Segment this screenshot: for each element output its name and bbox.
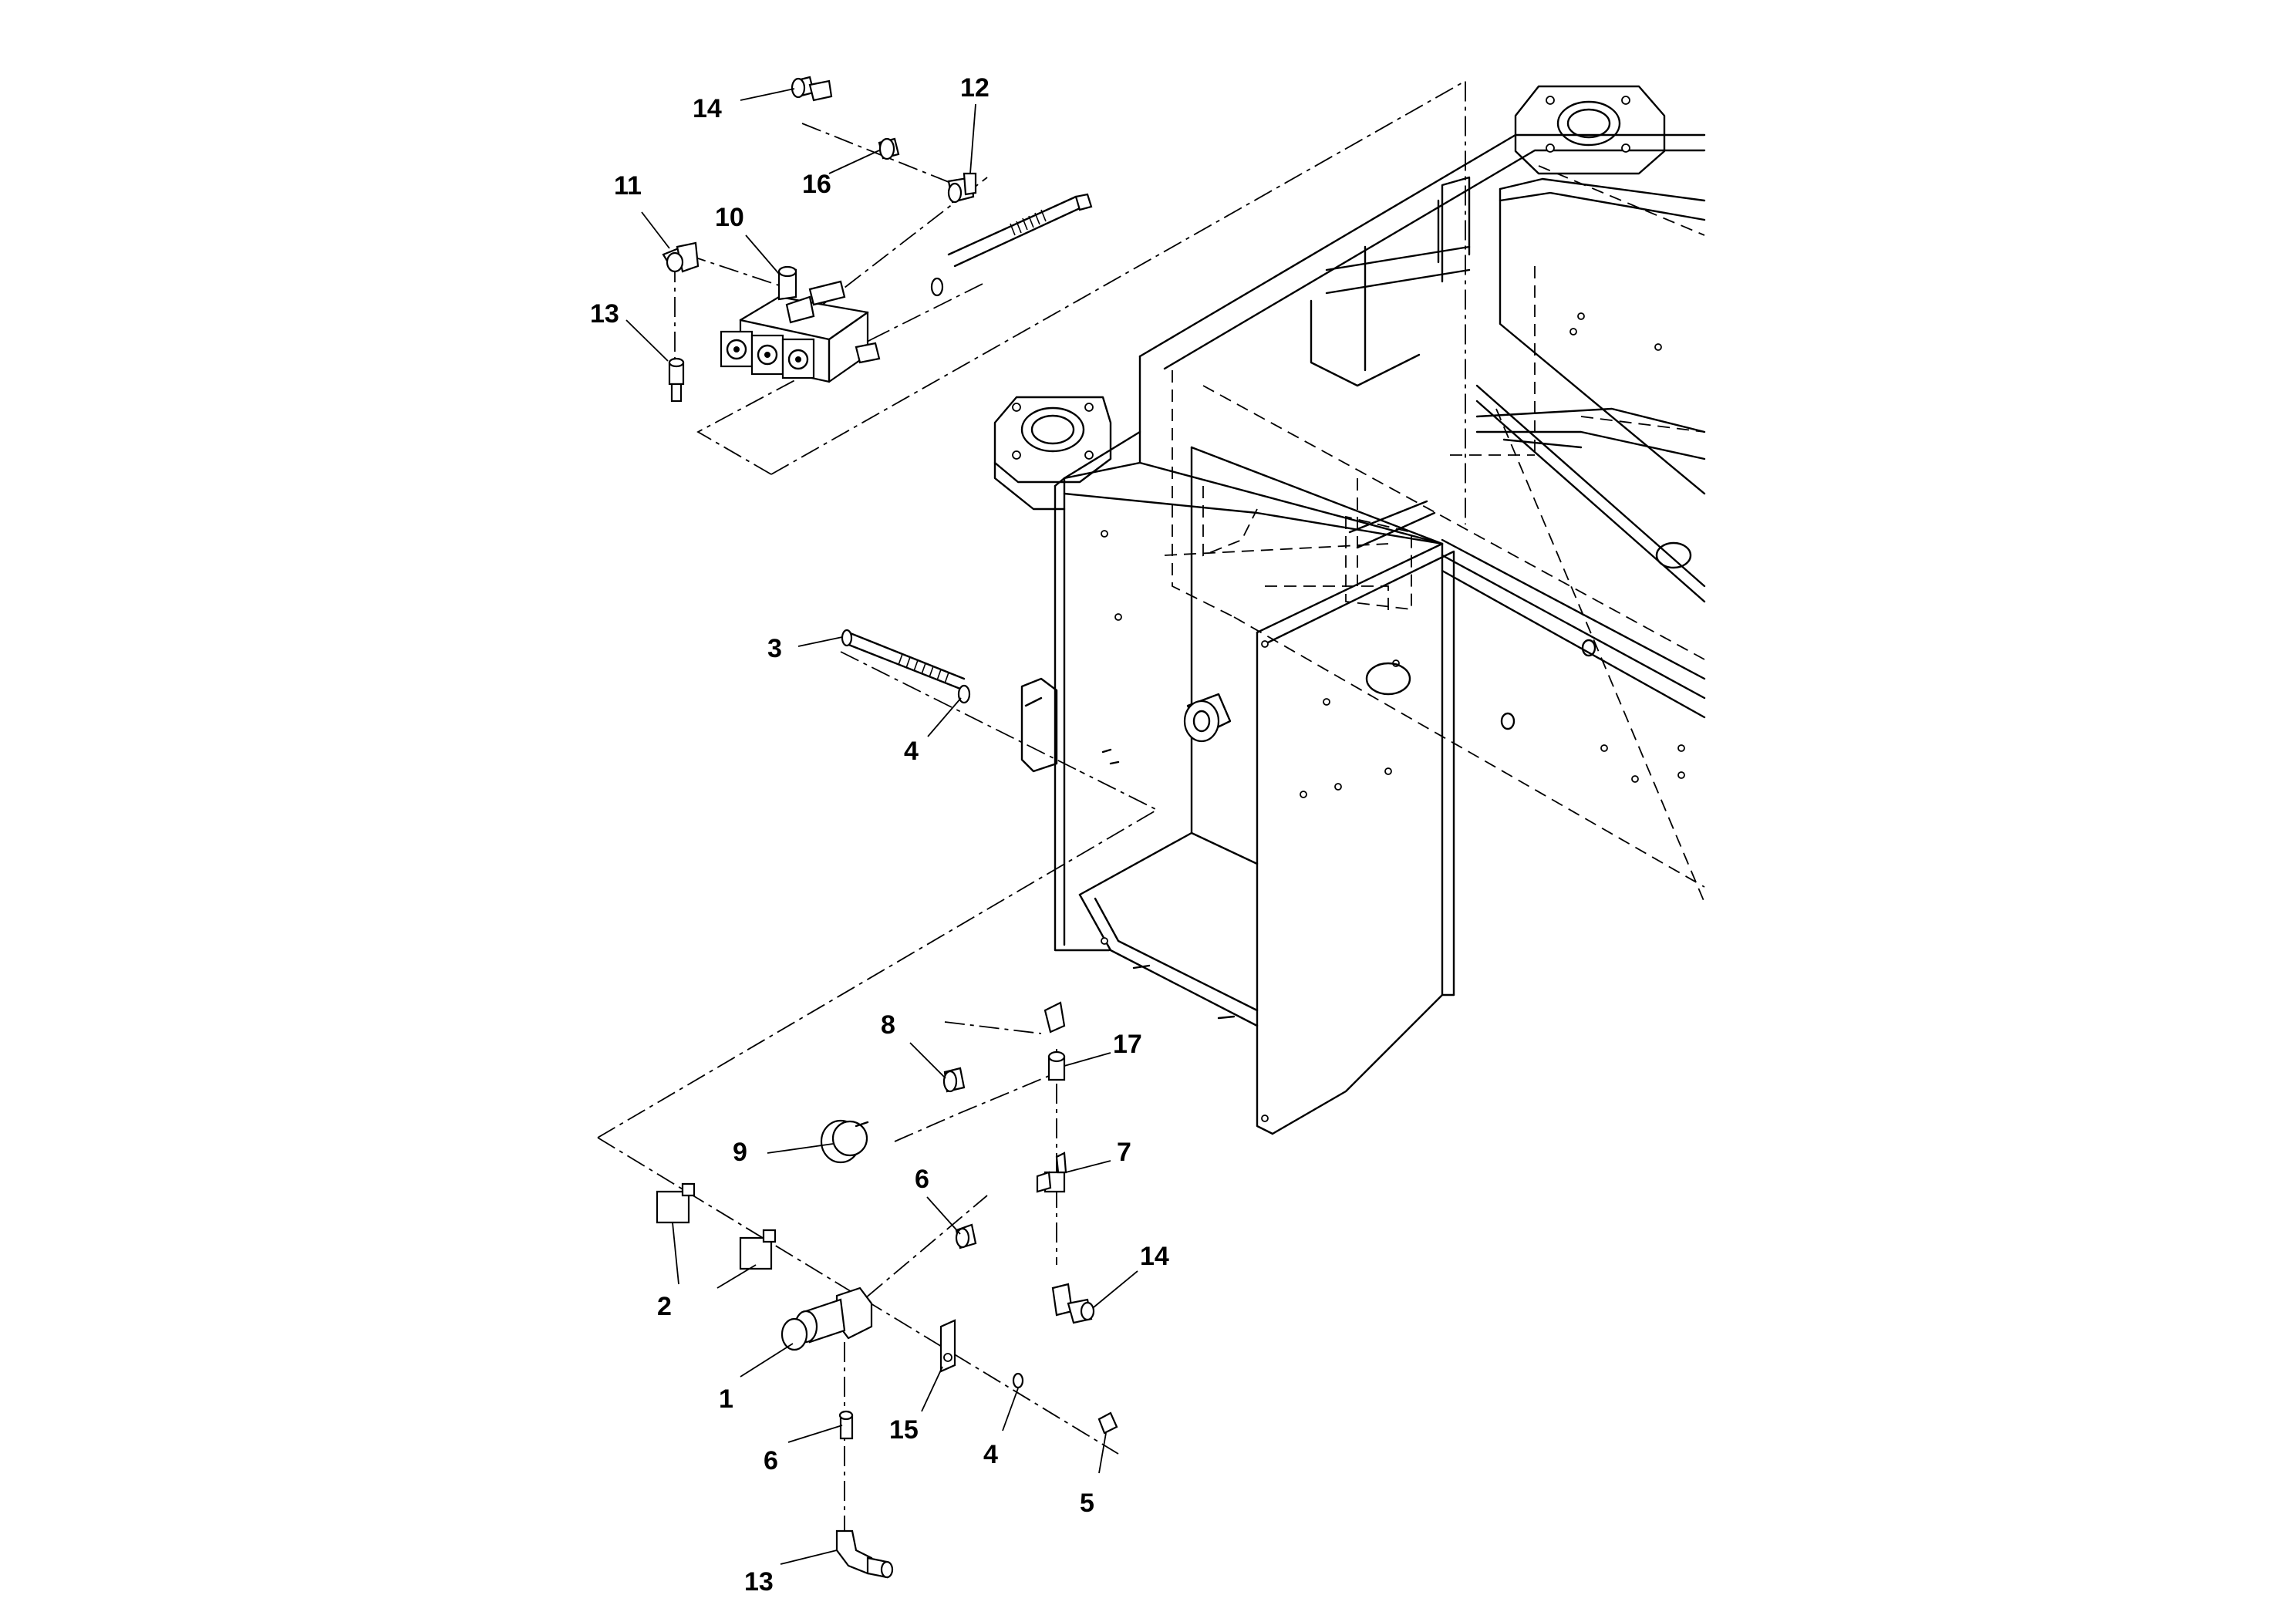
callout-2: 2	[657, 1292, 672, 1321]
callout-12: 12	[960, 73, 990, 103]
callout-11: 11	[614, 171, 642, 201]
callout-1: 1	[719, 1384, 733, 1414]
lower-control-parts	[656, 1001, 1118, 1579]
callout-4-upper: 4	[904, 737, 919, 766]
callout-7: 7	[1117, 1138, 1131, 1167]
callout-6-lower: 6	[764, 1446, 778, 1475]
solenoid-coils	[720, 330, 815, 379]
chassis-frame	[993, 85, 1706, 1135]
callout-16: 16	[802, 170, 831, 199]
callout-13-top: 13	[590, 299, 619, 329]
callout-6-right: 6	[915, 1165, 929, 1194]
callout-5: 5	[1080, 1489, 1094, 1518]
callout-17: 17	[1113, 1030, 1142, 1059]
callout-10: 10	[715, 203, 744, 232]
callout-15: 15	[889, 1415, 919, 1445]
callout-9: 9	[733, 1138, 747, 1167]
callout-3: 3	[767, 634, 782, 663]
bolt-3	[841, 629, 966, 690]
valve-assembly	[662, 76, 1093, 403]
callout-14-top: 14	[693, 94, 722, 123]
callout-14-lower: 14	[1140, 1242, 1169, 1271]
assembly-lines	[597, 79, 1466, 1550]
washer-4-upper	[957, 684, 971, 704]
callout-8: 8	[881, 1010, 895, 1040]
long-bolt-top	[930, 193, 1093, 297]
callout-labels: 14 12 16 11 10 13 3 4 8 17 9 7 6 14 2 1 …	[590, 73, 1169, 1597]
callout-4-lower: 4	[983, 1440, 998, 1469]
callout-13-lower: 13	[744, 1567, 774, 1597]
leader-lines	[625, 88, 1138, 1565]
